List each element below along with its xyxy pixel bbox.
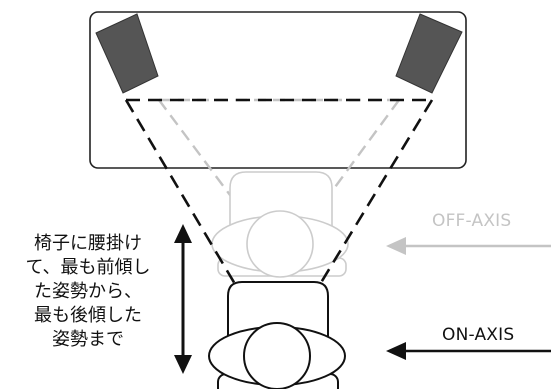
posture-text-line: 姿勢まで xyxy=(52,329,124,350)
off-axis-label: OFF-AXIS xyxy=(432,211,512,231)
posture-text-line: て、最も前傾し xyxy=(25,257,151,278)
on-axis-label: ON-AXIS xyxy=(442,325,515,345)
on-axis-listener xyxy=(208,281,346,389)
posture-text-line: た姿勢から、 xyxy=(34,281,142,302)
posture-range-arrow-icon xyxy=(174,224,192,374)
off-axis-arrow-icon xyxy=(386,237,551,255)
right-speaker-icon xyxy=(395,13,463,94)
posture-range-text: 椅子に腰掛け て、最も前傾し た姿勢から、 最も後傾した 姿勢まで xyxy=(8,232,168,352)
off-axis-head xyxy=(246,210,314,278)
posture-text-line: 最も後傾した xyxy=(34,305,142,326)
posture-text-line: 椅子に腰掛け xyxy=(34,233,142,254)
off-axis-listener xyxy=(211,171,349,278)
left-speaker-icon xyxy=(95,13,159,94)
room-outline xyxy=(89,11,467,169)
on-axis-head xyxy=(243,322,311,389)
on-axis-arrow-icon xyxy=(386,342,551,360)
off-axis-chair-back xyxy=(229,171,333,230)
